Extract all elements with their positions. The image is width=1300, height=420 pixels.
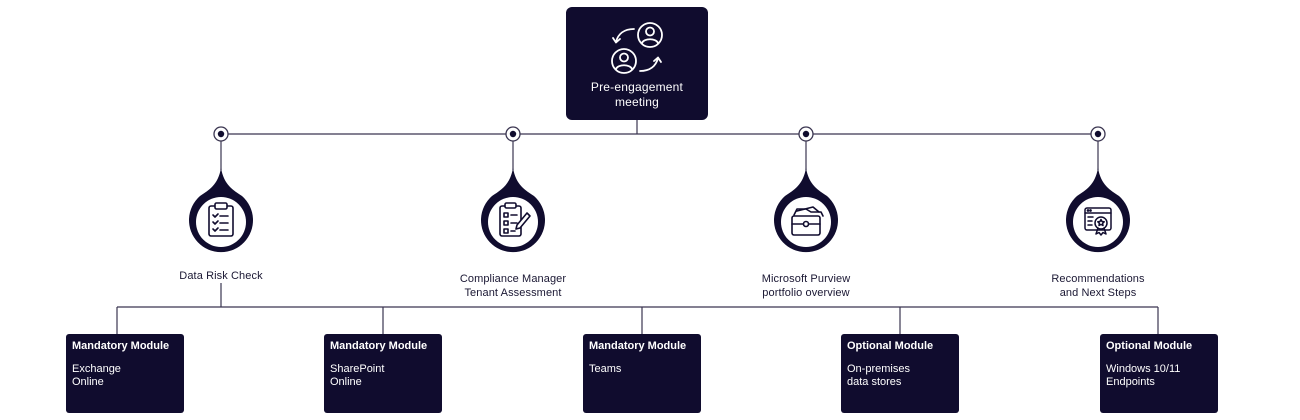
stage-pin-3 [774, 168, 838, 253]
pre-engagement-box: Pre-engagement meeting [566, 7, 708, 120]
junction-dot-1 [213, 126, 229, 142]
module-exchange-online: Mandatory Module Exchange Online [66, 334, 184, 413]
module-name: On-premises data stores [847, 363, 910, 388]
module-title: Mandatory Module [72, 340, 170, 352]
stage-pin-2 [481, 168, 545, 253]
pre-engagement-label: Pre-engagement meeting [590, 80, 684, 109]
people-exchange-icon [611, 22, 663, 74]
stage-label-compliance-manager: Compliance Manager Tenant Assessment [459, 273, 567, 299]
clipboard-checklist-icon [208, 202, 234, 237]
junction-dot-3 [798, 126, 814, 142]
module-windows-endpoints: Optional Module Windows 10/11 Endpoints [1100, 334, 1218, 413]
module-name: Windows 10/11 Endpoints [1106, 363, 1181, 388]
junction-dots [213, 126, 1106, 142]
module-sharepoint-online: Mandatory Module SharePoint Online [324, 334, 442, 413]
module-name: Teams [589, 363, 622, 375]
module-teams: Mandatory Module Teams [583, 334, 701, 413]
stage-pin-1 [189, 168, 253, 253]
stage-pin-4 [1066, 168, 1130, 253]
module-title: Mandatory Module [330, 340, 428, 352]
module-title: Mandatory Module [589, 340, 687, 352]
junction-dot-4 [1090, 126, 1106, 142]
junction-dot-2 [505, 126, 521, 142]
module-title: Optional Module [847, 340, 934, 352]
stage-label-purview-overview: Microsoft Purview portfolio overview [761, 273, 851, 299]
portfolio-folder-icon [791, 206, 824, 236]
browser-badge-icon [1084, 207, 1112, 236]
module-name: Exchange Online [72, 363, 121, 388]
checklist-pen-icon [499, 202, 531, 237]
module-title: Optional Module [1106, 340, 1193, 352]
module-name: SharePoint Online [330, 363, 385, 388]
stage-label-data-risk-check: Data Risk Check [179, 270, 263, 282]
stage-label-recommendations: Recommendations and Next Steps [1051, 273, 1145, 299]
module-on-premises: Optional Module On-premises data stores [841, 334, 959, 413]
